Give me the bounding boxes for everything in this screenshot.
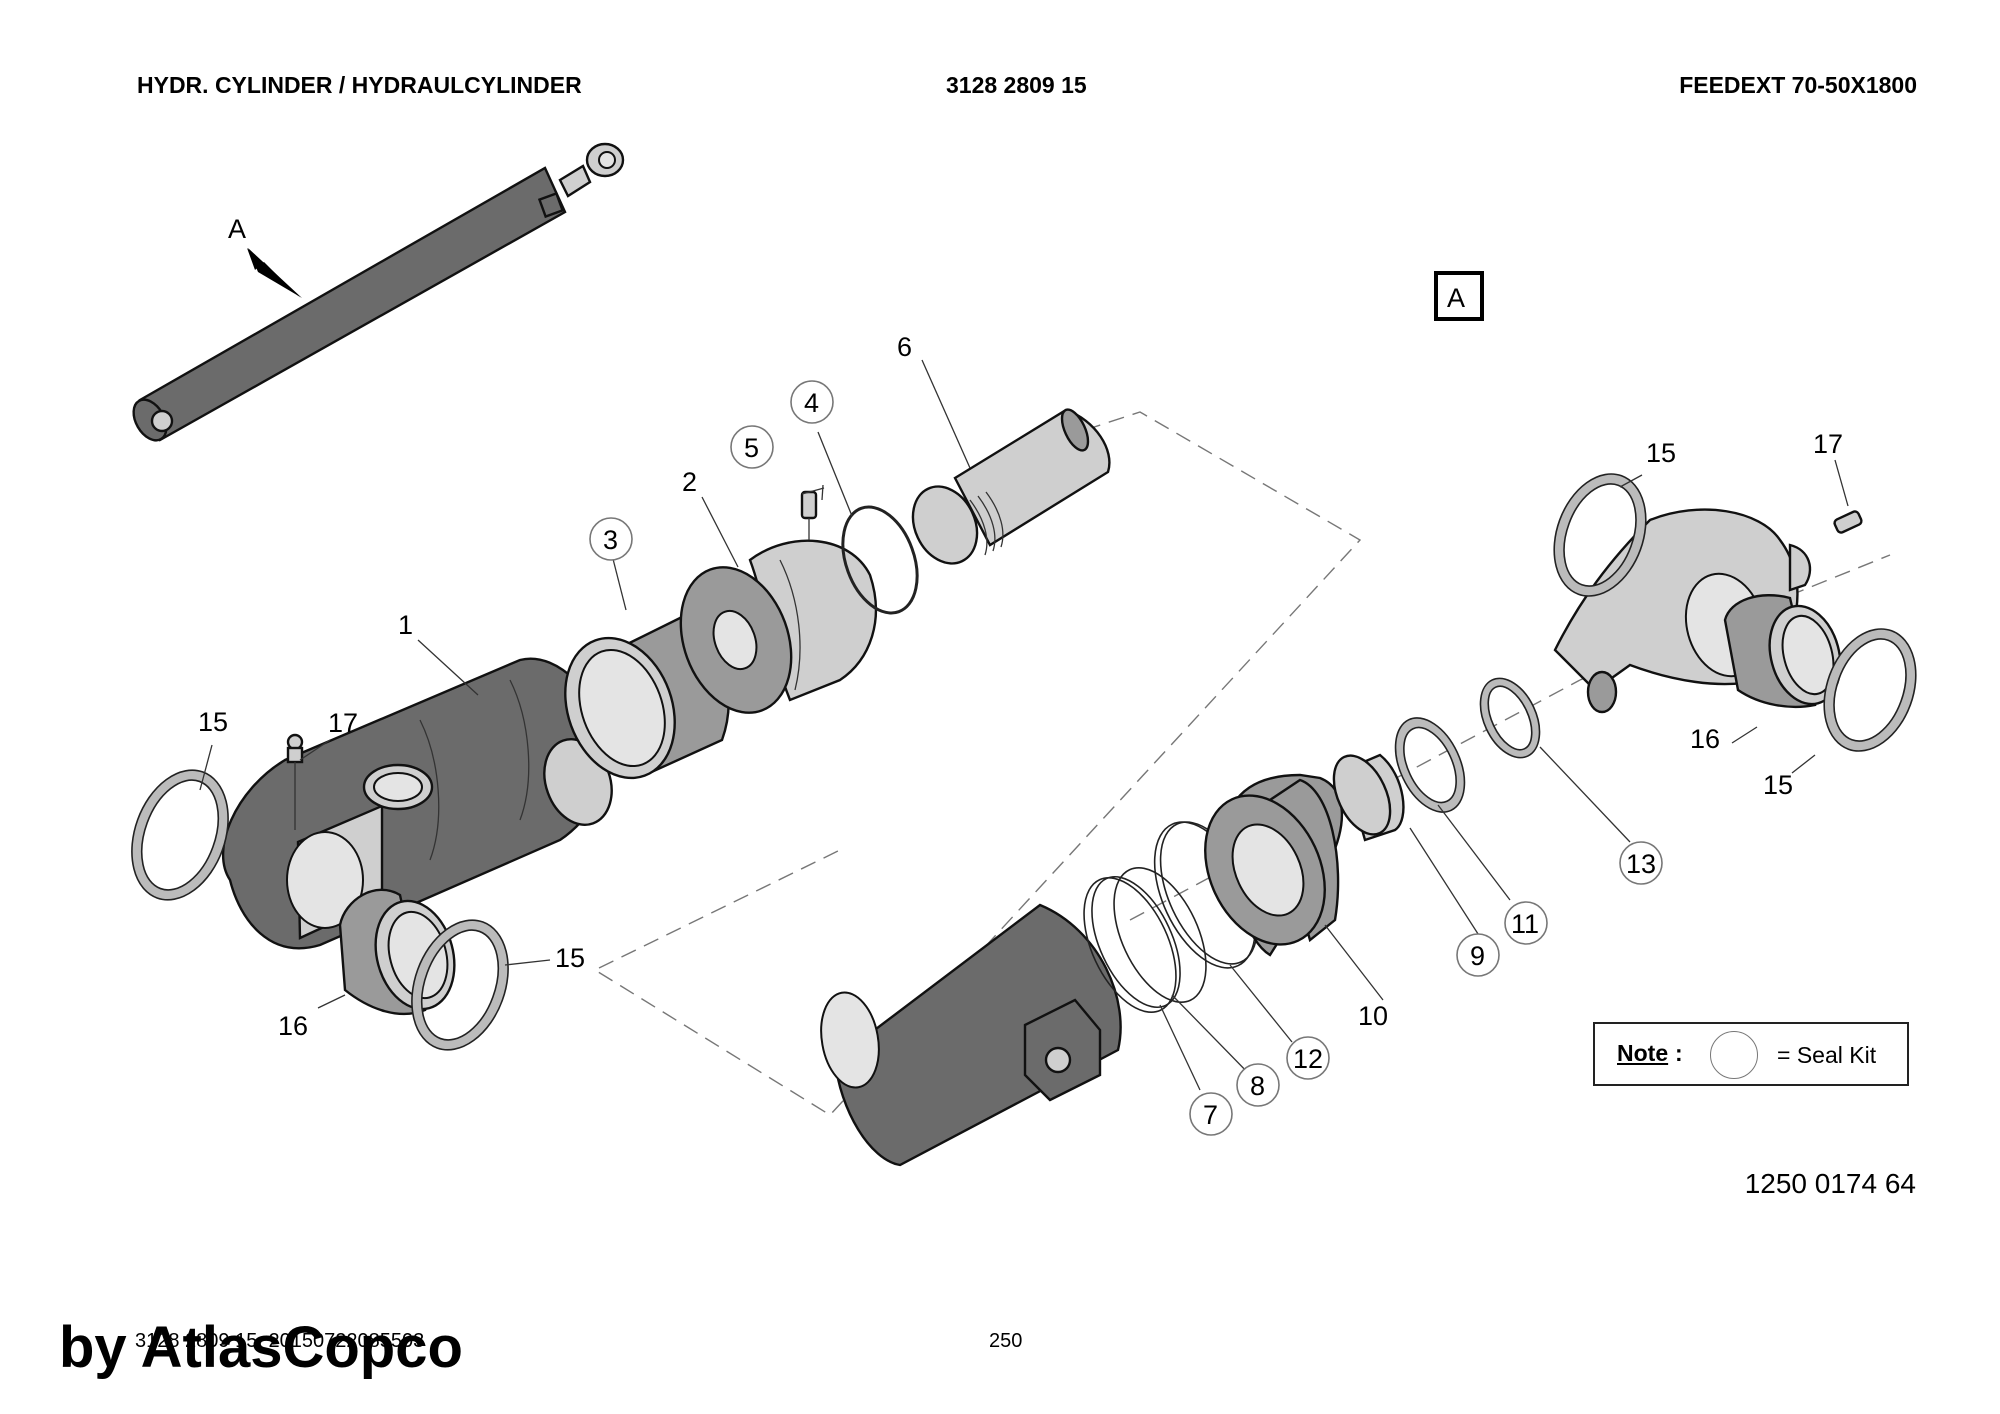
callout-label-1: 1 [398, 610, 413, 640]
callout-label-16-b: 16 [1690, 724, 1720, 754]
part-17-grease-nipple-left [286, 733, 304, 830]
part-16-bearing-left [338, 888, 456, 1016]
callout-label-15-b: 15 [555, 943, 585, 973]
part-1-cylinder-tube [221, 657, 613, 950]
callout-label-17-a: 17 [328, 708, 358, 738]
part-17-grease-nipple-right [1833, 510, 1863, 534]
part-10-guide [1204, 773, 1344, 957]
part-8-seal [1113, 866, 1207, 1004]
note-colon: : [1675, 1040, 1683, 1066]
callout-circle-4 [790, 380, 834, 424]
callout-label-3: 3 [603, 525, 618, 555]
part-15-circlip-right-a [1553, 473, 1647, 597]
part-16-bearing-right [1723, 594, 1842, 709]
part-4-o-ring [841, 505, 919, 615]
callout-label-5: 5 [744, 433, 759, 463]
callout-label-16-a: 16 [278, 1011, 308, 1041]
part-15-circlip-right-b [1823, 628, 1917, 752]
part-15-circlip-left-a [131, 769, 229, 901]
detail-marker-box [1434, 271, 1484, 321]
note-text: = Seal Kit [1777, 1042, 1877, 1068]
callout-label-12: 12 [1293, 1044, 1323, 1074]
part-13-ring [1479, 677, 1541, 759]
callout-label-9: 9 [1470, 941, 1485, 971]
callout-label-10: 10 [1358, 1001, 1388, 1031]
part-15-circlip-left-b [411, 919, 509, 1051]
part-9-bushing [1332, 753, 1405, 842]
document-title: HYDR. CYLINDER / HYDRAULCYLINDER [137, 72, 582, 98]
callout-circle-11 [1504, 901, 1548, 945]
callout-label-17-b: 17 [1813, 429, 1843, 459]
detail-marker-a: A [1447, 283, 1465, 313]
part-number: 3128 2809 15 [946, 72, 1087, 98]
part-2-piston [679, 539, 878, 714]
callout-label-11: 11 [1511, 909, 1539, 939]
watermark: by AtlasCopco [59, 1315, 463, 1380]
note-label: Note [1617, 1040, 1669, 1066]
callout-circle-13 [1619, 841, 1663, 885]
assembly-path-outline [593, 411, 1362, 1116]
callout-label-8: 8 [1250, 1071, 1265, 1101]
footer-document-id: 3128 2809 15_20150722085503 [135, 1330, 425, 1352]
seal-kit-note: Note : = Seal Kit [1593, 1022, 1909, 1086]
callout-label-6: 6 [897, 332, 912, 362]
model-name: FEEDEXT 70-50X1800 [1679, 72, 1917, 98]
callout-circle-5 [730, 425, 774, 469]
callout-label-2: 2 [682, 467, 697, 497]
callout-label-7: 7 [1203, 1100, 1218, 1130]
callout-label-15-c: 15 [1646, 438, 1676, 468]
callout-label-4: 4 [804, 388, 819, 418]
callout-label-15-a: 15 [198, 707, 228, 737]
leader-lines [199, 359, 1849, 1091]
part-6-piston-rod [911, 408, 1111, 565]
callout-label-13: 13 [1626, 849, 1656, 879]
callout-circle-3 [589, 517, 633, 561]
part-1-cylinder-head-end [820, 903, 1122, 1167]
overview-cylinder [132, 142, 625, 442]
part-7-seal [1083, 876, 1177, 1014]
callout-circle-9 [1456, 933, 1500, 977]
callout-circle-8 [1236, 1063, 1280, 1107]
callout-circle-12 [1286, 1036, 1330, 1080]
callout-circle-7 [1189, 1092, 1233, 1136]
part-11-scraper [1394, 717, 1466, 813]
seal-kit-circle-icon [1710, 1031, 1758, 1079]
part-5-set-screw [800, 490, 818, 540]
callout-label-15-d: 15 [1763, 770, 1793, 800]
footer-page-number: 250 [989, 1330, 1023, 1352]
view-marker-a: A [228, 214, 246, 244]
drawing-number: 1250 0174 64 [1744, 1168, 1916, 1199]
